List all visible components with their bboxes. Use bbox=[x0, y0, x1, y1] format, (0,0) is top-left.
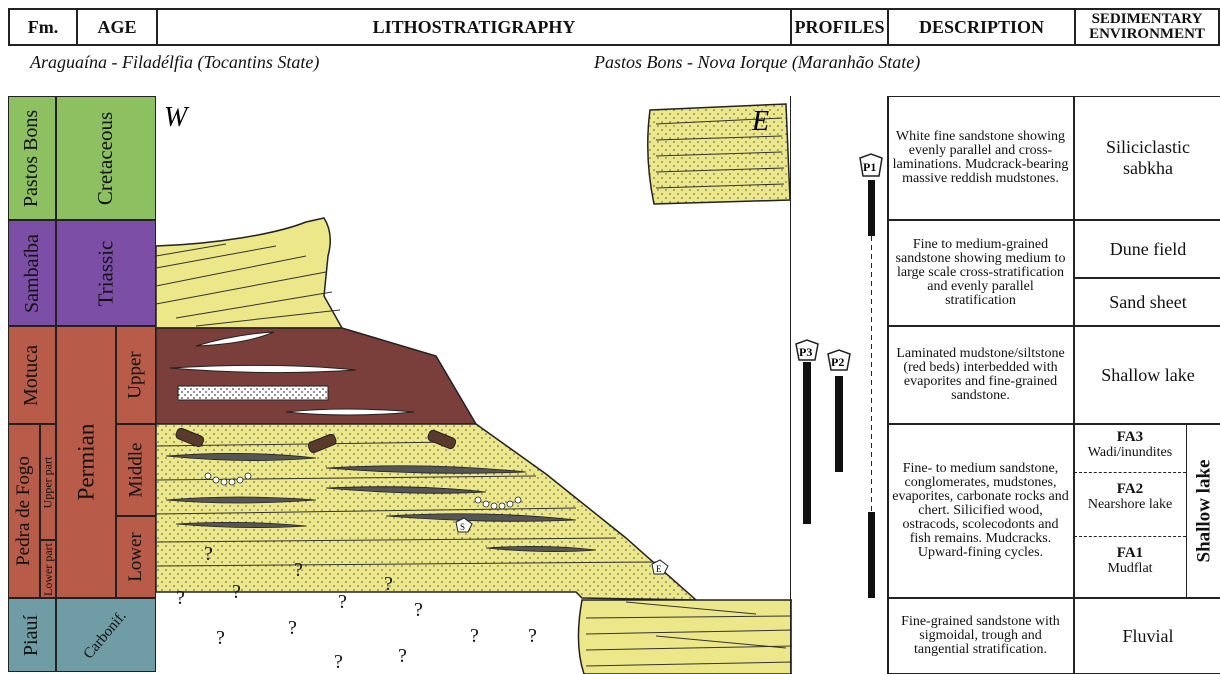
unknown-mark: ? bbox=[384, 573, 393, 595]
environment-shallow-lake: Shallow lake bbox=[1074, 326, 1220, 424]
formation-pastos-bons: Pastos Bons bbox=[8, 96, 56, 220]
formation-upper-part: Upper part bbox=[40, 424, 56, 540]
environment-siliciclastic-sabkha: Siliciclastic sabkha bbox=[1074, 96, 1220, 220]
description-piaui: Fine-grained sandstone with sigmoidal, t… bbox=[887, 598, 1074, 674]
east-label: E bbox=[751, 106, 769, 137]
age-triassic: Triassic bbox=[56, 220, 156, 326]
facies-fa2-name: Nearshore lake bbox=[1088, 497, 1172, 512]
facies-fa1-code: FA1 bbox=[1117, 545, 1143, 561]
unknown-mark: ? bbox=[294, 559, 303, 581]
header-environment-line2: ENVIRONMENT bbox=[1089, 27, 1205, 42]
unknown-mark: ? bbox=[398, 645, 407, 667]
unknown-mark: ? bbox=[216, 627, 225, 649]
unknown-mark: ? bbox=[232, 581, 241, 603]
unknown-mark: ? bbox=[288, 617, 297, 639]
sambaiba-sandstone bbox=[156, 218, 342, 328]
e-marker-label: E bbox=[656, 564, 662, 574]
header-fm: Fm. bbox=[8, 8, 78, 46]
header-description: DESCRIPTION bbox=[887, 8, 1076, 46]
facies-divider-upper bbox=[1074, 472, 1186, 473]
header-profiles: PROFILES bbox=[790, 8, 889, 46]
profile-p2-label: P2 bbox=[831, 355, 844, 369]
header-environment-line1: SEDIMENTARY bbox=[1092, 12, 1203, 27]
environment-dune-field: Dune field bbox=[1074, 220, 1220, 278]
profile-p3-bar bbox=[803, 362, 811, 524]
profile-p1-bottom bbox=[868, 512, 875, 598]
description-sambaiba: Fine to medium-grained sandstone showing… bbox=[887, 220, 1074, 326]
profile-p1-label: P1 bbox=[863, 160, 876, 174]
description-motuca: Laminated mudstone/siltstone (red beds) … bbox=[887, 326, 1074, 424]
facies-fa2: FA2 Nearshore lake bbox=[1074, 482, 1186, 512]
age-cretaceous: Cretaceous bbox=[56, 96, 156, 220]
facies-divider-lower bbox=[1074, 536, 1186, 537]
header-environment: SEDIMENTARY ENVIRONMENT bbox=[1074, 8, 1220, 46]
formation-piaui: Piauí bbox=[8, 598, 56, 672]
unknown-mark: ? bbox=[414, 599, 423, 621]
pedra-de-fogo-sandstone bbox=[156, 424, 696, 600]
unknown-mark: ? bbox=[334, 651, 343, 673]
unknown-mark: ? bbox=[204, 543, 213, 565]
facies-fa3-name: Wadi/inundites bbox=[1088, 445, 1172, 460]
formation-sambaiba: Sambaíba bbox=[8, 220, 56, 326]
sandstone-lens-dotted bbox=[178, 386, 328, 400]
environment-shallow-lake-vertical: Shallow lake bbox=[1186, 424, 1220, 598]
facies-fa2-code: FA2 bbox=[1117, 481, 1143, 497]
facies-fa1: FA1 Mudflat bbox=[1074, 546, 1186, 576]
formation-pedra-de-fogo: Pedra de Fogo bbox=[8, 424, 40, 598]
unknown-mark: ? bbox=[528, 625, 537, 647]
environment-sand-sheet: Sand sheet bbox=[1074, 278, 1220, 326]
profile-p2-bar bbox=[835, 376, 843, 472]
profile-p1-top bbox=[868, 180, 875, 236]
environment-fluvial: Fluvial bbox=[1074, 598, 1220, 674]
age-permian: Permian bbox=[56, 326, 116, 598]
profile-p3-label: P3 bbox=[799, 345, 812, 359]
age-lower: Lower bbox=[116, 516, 156, 598]
header-lithostratigraphy: LITHOSTRATIGRAPHY bbox=[156, 8, 792, 46]
age-middle: Middle bbox=[116, 424, 156, 516]
header-age: AGE bbox=[76, 8, 158, 46]
lithostratigraphy-section: W S E ? ? ? ? ? bbox=[156, 96, 792, 674]
formation-motuca: Motuca bbox=[8, 326, 56, 424]
s-marker-label: S bbox=[460, 522, 465, 532]
unknown-mark: ? bbox=[470, 625, 479, 647]
description-pastos-bons: White fine sandstone showing evenly para… bbox=[887, 96, 1074, 220]
age-carboniferous: Carbonif. bbox=[56, 598, 156, 672]
profiles-chart: P1 P3 P2 bbox=[790, 96, 889, 674]
unknown-mark: ? bbox=[176, 587, 185, 609]
facies-fa3: FA3 Wadi/inundites bbox=[1074, 430, 1186, 460]
location-left: Araguaína - Filadélfia (Tocantins State) bbox=[30, 52, 319, 73]
age-upper: Upper bbox=[116, 326, 156, 424]
description-pedra-de-fogo: Fine- to medium sandstone, conglomerates… bbox=[887, 424, 1074, 598]
formation-lower-part: Lower part bbox=[40, 540, 56, 598]
location-right: Pastos Bons - Nova Iorque (Maranhão Stat… bbox=[594, 52, 920, 73]
unknown-mark: ? bbox=[338, 591, 347, 613]
facies-fa1-name: Mudflat bbox=[1107, 561, 1152, 576]
west-label: W bbox=[164, 102, 190, 133]
facies-fa3-code: FA3 bbox=[1117, 429, 1143, 445]
